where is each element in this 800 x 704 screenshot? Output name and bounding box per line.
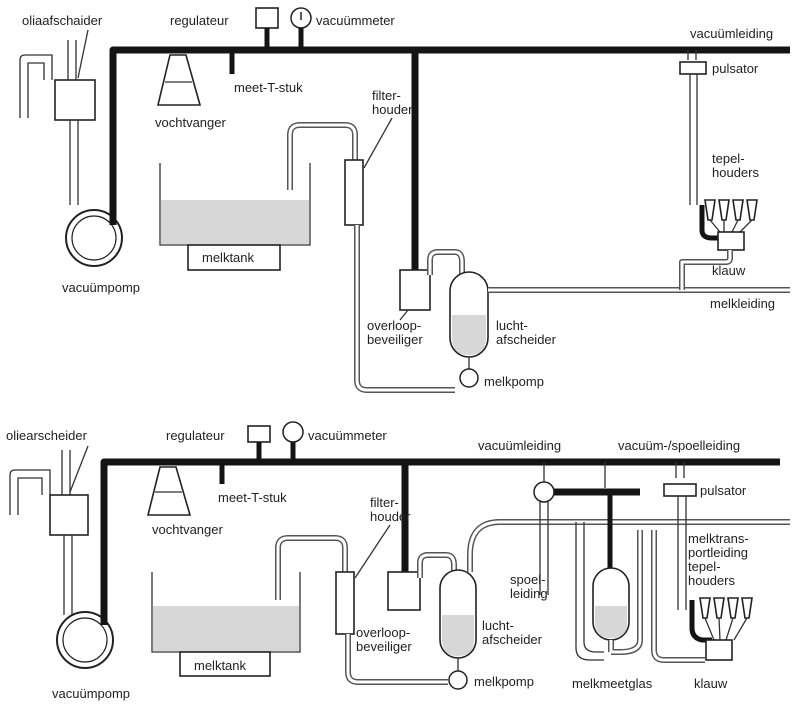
top-milk-tank-base [187,244,281,271]
label-bottom-vacuum-flush-line: vacuüm-/spoelleiding [618,438,740,453]
label-top-milk-pump: melkpomp [484,374,544,389]
label-top-milk-tank: melktank [202,250,255,265]
label-bottom-milk-transport-1: melktrans- [688,531,749,546]
label-bottom-flush-line-1: spoel- [510,572,545,587]
top-teat-cups [704,199,758,233]
top-milk-pump [459,368,479,388]
bottom-oil-separator [49,494,89,536]
label-bottom-milk-transport-2: portleiding [688,545,748,560]
bottom-teat-cups [699,597,753,641]
top-oil-separator [54,79,96,121]
label-bottom-overflow-2: beveiliger [356,639,412,654]
label-top-filter-holder-2: houder [372,102,413,117]
bottom-vacuum-line [100,458,780,625]
label-bottom-air-separator-1: lucht- [482,618,514,633]
label-top-milk-line: melkleiding [710,296,775,311]
label-top-vacuum-line: vacuümleiding [690,26,773,41]
label-top-teat-cups-2: houders [712,165,759,180]
bottom-overflow-protector [387,571,421,611]
label-top-claw: klauw [712,263,746,278]
label-top-pulsator: pulsator [712,61,759,76]
top-overflow-protector [399,269,431,311]
top-vacuum-line [109,46,790,225]
label-top-air-separator-1: lucht- [496,318,528,333]
bottom-flush-valve [533,481,555,503]
label-bottom-moisture-trap: vochtvanger [152,522,223,537]
label-bottom-vacuum-meter: vacuümmeter [308,428,387,443]
label-bottom-oil-separator: oliearscheider [6,428,88,443]
bottom-regulator [247,425,271,443]
label-bottom-filter-holder-1: filter- [370,495,399,510]
label-top-overflow-2: beveiliger [367,332,423,347]
bottom-milk-pump [448,670,468,690]
bottom-filter-holder [335,571,355,635]
top-oil-pipe-left [19,54,53,118]
bottom-vacuum-meter [282,421,304,443]
label-bottom-vacuum-pump: vacuümpomp [52,686,130,701]
label-top-oil-separator: oliaafschaider [22,13,103,28]
label-bottom-vacuum-line: vacuümleiding [478,438,561,453]
label-bottom-regulator: regulateur [166,428,225,443]
label-bottom-milk-meter-glass: melkmeetglas [572,676,653,691]
top-filter-holder [344,159,364,226]
label-bottom-milk-pump: melkpomp [474,674,534,689]
label-bottom-air-separator-2: afscheider [482,632,543,647]
top-regulator [255,7,279,29]
label-bottom-overflow-1: overloop- [356,625,410,640]
bottom-moisture-trap [146,466,192,516]
bottom-milk-tank-base [179,651,271,677]
label-bottom-flush-line-2: leiding [510,586,548,601]
top-pulsator [679,61,707,75]
top-diagram: oliaafschaider regulateur vacuümmeter va… [19,7,790,393]
bottom-vacuum-pump [56,611,114,669]
label-bottom-filter-holder-2: houder [370,509,411,524]
label-top-vacuum-pump: vacuümpomp [62,280,140,295]
bottom-pulsator [663,483,697,497]
label-top-air-separator-2: afscheider [496,332,557,347]
top-vacuum-pump [65,209,123,267]
label-bottom-teat-cups-1: tepel- [688,559,721,574]
bottom-claw [705,639,733,661]
label-bottom-pulsator: pulsator [700,483,747,498]
label-top-measuring-t-piece: meet-T-stuk [234,80,303,95]
bottom-diagram: oliearscheider regulateur vacuümmeter va… [6,421,790,701]
label-top-regulator: regulateur [170,13,229,28]
label-bottom-milk-tank: melktank [194,658,247,673]
label-top-filter-holder-1: filter- [372,88,401,103]
label-top-vacuum-meter: vacuümmeter [316,13,395,28]
top-moisture-trap [156,54,202,106]
label-top-moisture-trap: vochtvanger [155,115,226,130]
label-top-teat-cups-1: tepel- [712,151,745,166]
label-bottom-teat-cups-2: houders [688,573,735,588]
bottom-flush-line [539,502,549,595]
label-bottom-claw: klauw [694,676,728,691]
top-claw [717,231,745,251]
label-bottom-measuring-t-piece: meet-T-stuk [218,490,287,505]
label-top-overflow-1: overloop- [367,318,421,333]
